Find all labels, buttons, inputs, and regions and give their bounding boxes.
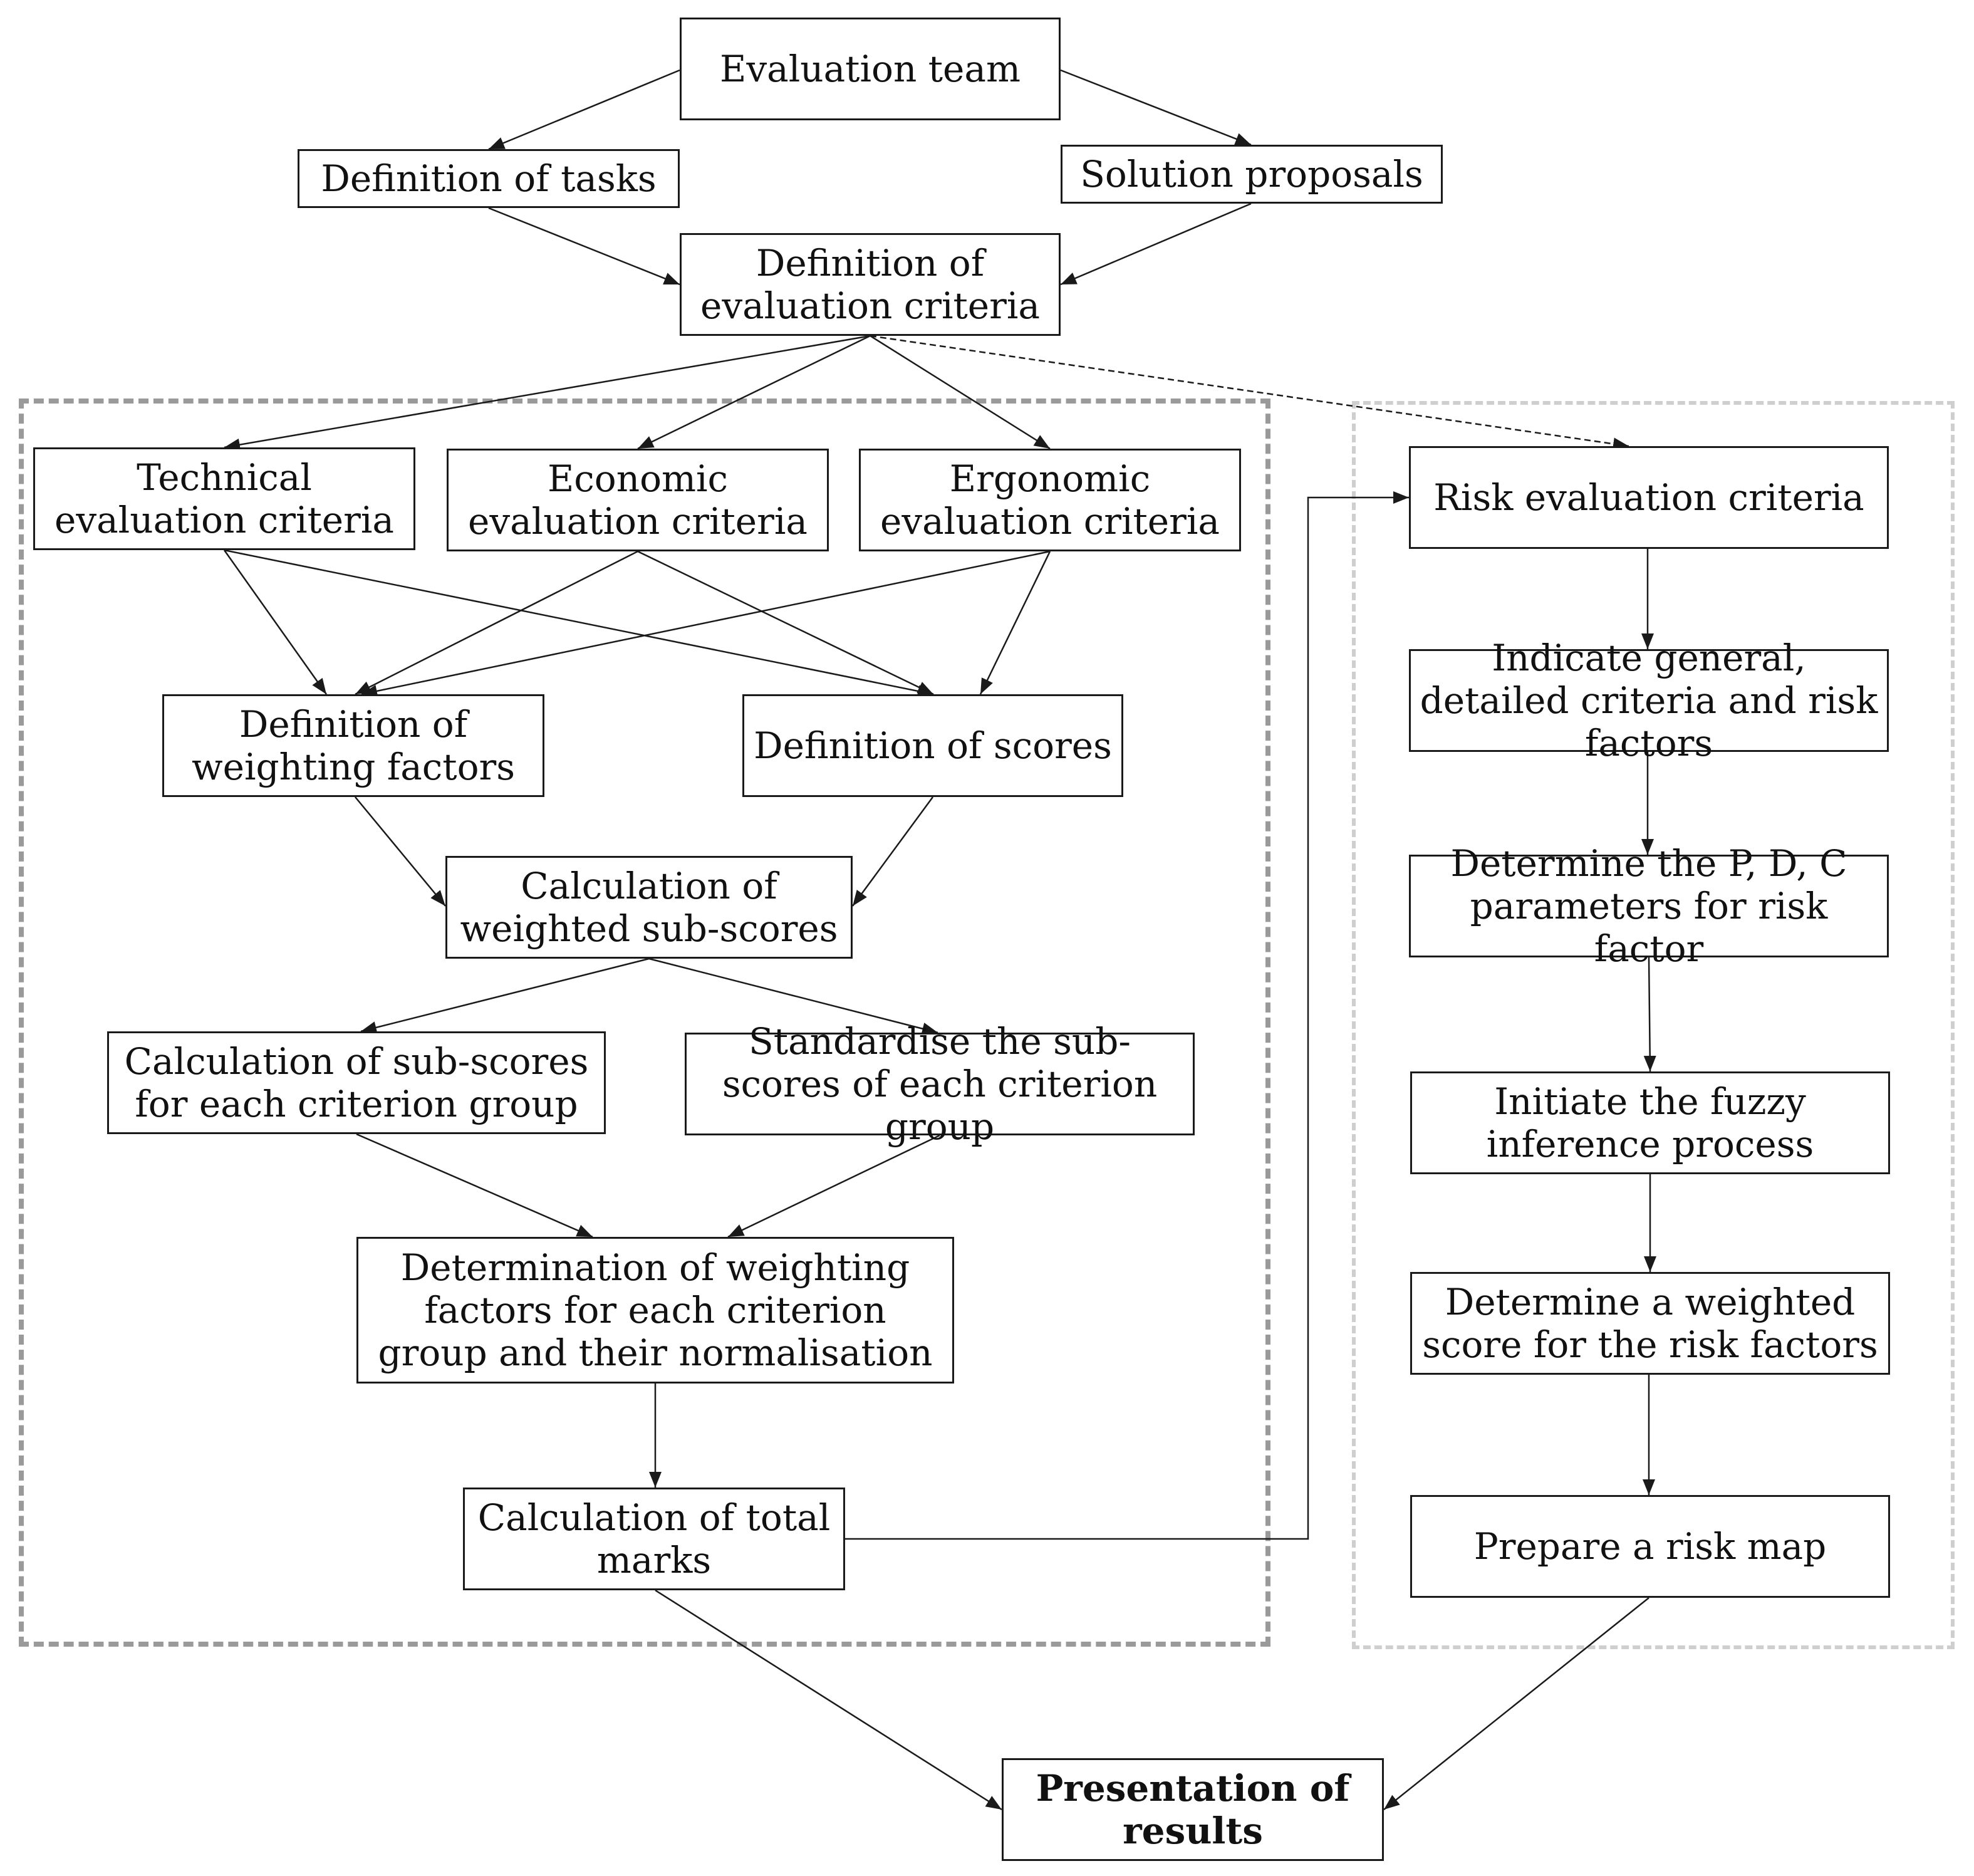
- node-calculation-of-total-marks: Calculation of total marks: [463, 1488, 845, 1590]
- node-determine-weighted-score-label: Determine a weighted score for the risk …: [1422, 1281, 1878, 1366]
- node-calculation-of-sub-scores-label: Calculation of sub-scores for each crite…: [124, 1040, 589, 1125]
- node-initiate-fuzzy-inference-label: Initiate the fuzzy inference process: [1486, 1080, 1814, 1165]
- node-prepare-risk-map: Prepare a risk map: [1410, 1495, 1890, 1598]
- edge-evaluation-team-to-solution-proposals: [1060, 69, 1252, 146]
- node-presentation-of-results: Presentation of results: [1002, 1758, 1384, 1861]
- edge-ergonomic-evaluation-criteria-to-definition-of-weighting-factors: [361, 550, 1051, 697]
- node-calculation-of-total-marks-label: Calculation of total marks: [477, 1496, 831, 1582]
- node-economic-evaluation-criteria-label: Economic evaluation criteria: [468, 457, 808, 543]
- edge-economic-evaluation-criteria-to-definition-of-scores: [637, 550, 934, 696]
- edge-definition-of-weighting-factors-to-calculation-of-weighted-sub-scores: [355, 796, 446, 907]
- node-ergonomic-evaluation-criteria-label: Ergonomic evaluation criteria: [880, 457, 1220, 543]
- edge-calculation-of-weighted-sub-scores-to-standardise-sub-scores: [648, 957, 938, 1035]
- node-solution-proposals-label: Solution proposals: [1080, 153, 1423, 195]
- node-definition-of-tasks-label: Definition of tasks: [321, 157, 657, 200]
- node-evaluation-team: Evaluation team: [680, 18, 1061, 120]
- edge-definition-of-evaluation-criteria-to-technical-evaluation-criteria: [224, 335, 871, 451]
- node-calculation-of-weighted-sub-scores-label: Calculation of weighted sub-scores: [460, 865, 838, 950]
- node-risk-evaluation-criteria-label: Risk evaluation criteria: [1433, 476, 1864, 519]
- risk-group-frame: [1352, 401, 1955, 1649]
- edge-definition-of-tasks-to-definition-of-evaluation-criteria: [488, 207, 680, 286]
- node-solution-proposals: Solution proposals: [1061, 145, 1443, 204]
- edge-calculation-of-total-marks-to-risk-evaluation-criteria: [845, 491, 1409, 1540]
- edge-prepare-risk-map-to-presentation-of-results: [1383, 1597, 1649, 1810]
- node-standardise-sub-scores: Standardise the sub-scores of each crite…: [685, 1020, 1195, 1148]
- node-determination-of-weighting-factors-label: Determination of weighting factors for e…: [378, 1246, 933, 1374]
- edge-calculation-of-sub-scores-to-determination-of-weighting-factors: [356, 1133, 593, 1238]
- node-determination-of-weighting-factors: Determination of weighting factors for e…: [356, 1237, 954, 1384]
- node-initiate-fuzzy-inference: Initiate the fuzzy inference process: [1410, 1071, 1890, 1174]
- node-definition-of-weighting-factors-label: Definition of weighting factors: [191, 703, 516, 788]
- node-definition-of-weighting-factors: Definition of weighting factors: [162, 694, 544, 797]
- node-definition-of-scores-label: Definition of scores: [754, 724, 1112, 767]
- edge-definition-of-scores-to-calculation-of-weighted-sub-scores: [851, 796, 934, 907]
- node-technical-evaluation-criteria: Technical evaluation criteria: [33, 447, 415, 550]
- node-economic-evaluation-criteria: Economic evaluation criteria: [447, 449, 829, 551]
- edge-evaluation-team-to-definition-of-tasks: [488, 69, 680, 150]
- node-ergonomic-evaluation-criteria: Ergonomic evaluation criteria: [859, 449, 1241, 551]
- edge-technical-evaluation-criteria-to-definition-of-weighting-factors: [223, 550, 328, 695]
- node-determine-pdc-parameters-label: Determine the P, D, C parameters for ris…: [1450, 842, 1847, 970]
- edge-definition-of-evaluation-criteria-to-economic-evaluation-criteria: [637, 335, 871, 450]
- node-presentation-of-results-label: Presentation of results: [1036, 1767, 1350, 1852]
- node-indicate-criteria-and-risk-factors: Indicate general, detailed criteria and …: [1409, 637, 1889, 764]
- edge-technical-evaluation-criteria-to-definition-of-scores: [224, 549, 934, 697]
- edge-definition-of-evaluation-criteria-to-ergonomic-evaluation-criteria: [870, 335, 1051, 450]
- node-definition-of-evaluation-criteria: Definition of evaluation criteria: [680, 233, 1061, 336]
- node-calculation-of-weighted-sub-scores: Calculation of weighted sub-scores: [445, 856, 853, 959]
- edge-calculation-of-total-marks-to-presentation-of-results: [655, 1589, 1002, 1811]
- node-risk-evaluation-criteria: Risk evaluation criteria: [1409, 446, 1889, 549]
- node-prepare-risk-map-label: Prepare a risk map: [1473, 1525, 1827, 1568]
- node-evaluation-team-label: Evaluation team: [720, 48, 1021, 90]
- evaluation-group-frame: [19, 399, 1270, 1647]
- edge-ergonomic-evaluation-criteria-to-definition-of-scores: [979, 551, 1051, 695]
- node-standardise-sub-scores-label: Standardise the sub-scores of each crite…: [722, 1020, 1158, 1148]
- node-determine-weighted-score: Determine a weighted score for the risk …: [1410, 1272, 1890, 1375]
- node-definition-of-evaluation-criteria-label: Definition of evaluation criteria: [700, 242, 1040, 327]
- node-definition-of-scores: Definition of scores: [742, 694, 1123, 797]
- edge-solution-proposals-to-definition-of-evaluation-criteria: [1060, 202, 1252, 286]
- edge-economic-evaluation-criteria-to-definition-of-weighting-factors: [355, 550, 638, 696]
- edge-definition-of-evaluation-criteria-to-risk-evaluation-criteria: [870, 335, 1629, 451]
- node-technical-evaluation-criteria-label: Technical evaluation criteria: [55, 456, 394, 541]
- node-determine-pdc-parameters: Determine the P, D, C parameters for ris…: [1409, 842, 1889, 970]
- node-definition-of-tasks: Definition of tasks: [298, 149, 680, 208]
- edge-determine-pdc-parameters-to-initiate-fuzzy-inference: [1643, 957, 1656, 1072]
- edge-calculation-of-weighted-sub-scores-to-calculation-of-sub-scores: [360, 957, 650, 1034]
- node-indicate-criteria-and-risk-factors-label: Indicate general, detailed criteria and …: [1420, 637, 1878, 764]
- node-calculation-of-sub-scores: Calculation of sub-scores for each crite…: [107, 1031, 606, 1134]
- edge-standardise-sub-scores-to-determination-of-weighting-factors: [727, 1134, 940, 1238]
